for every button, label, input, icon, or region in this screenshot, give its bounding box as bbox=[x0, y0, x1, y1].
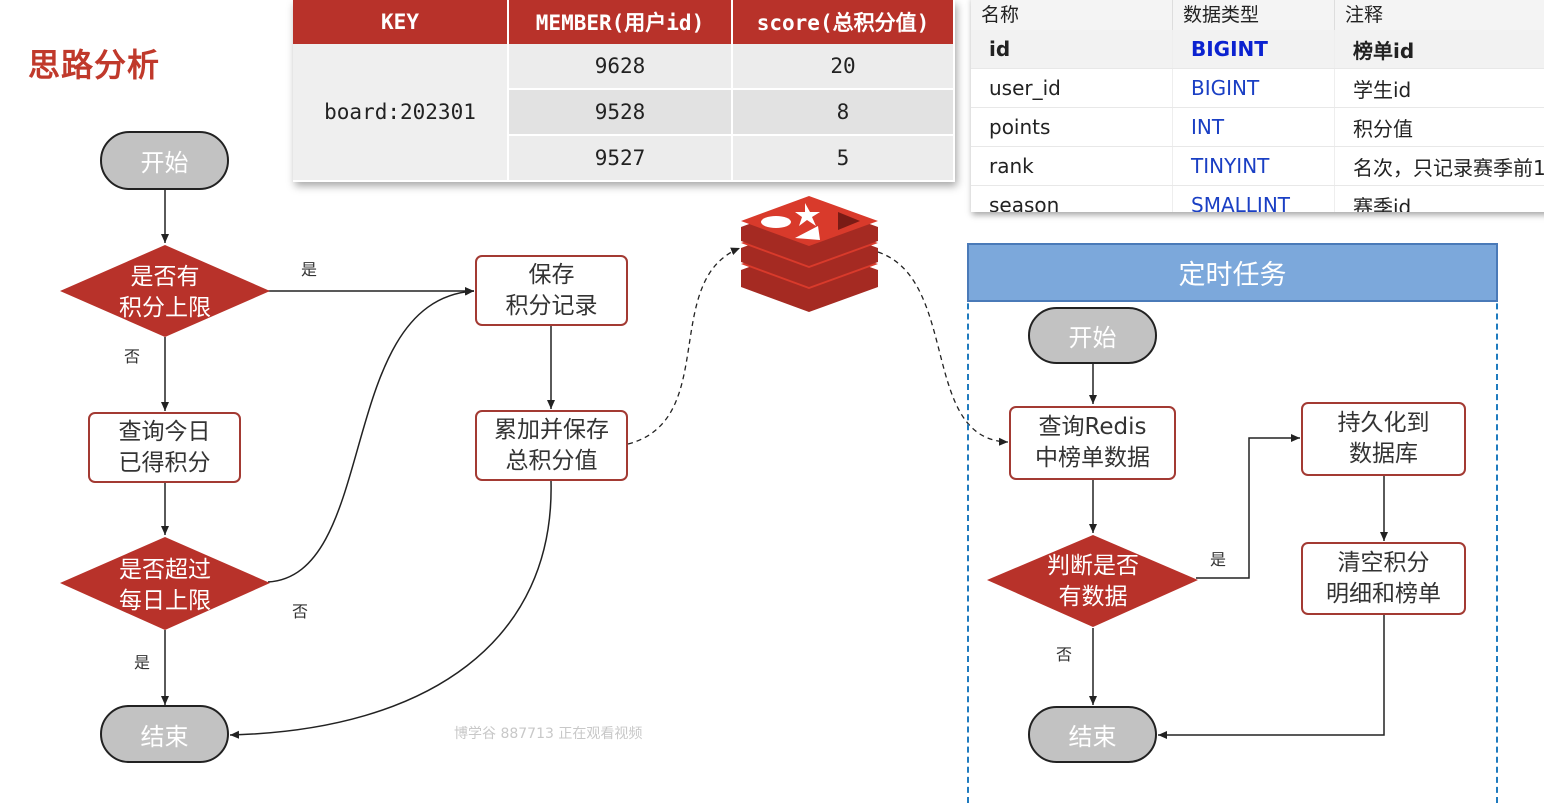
decision1-label: 是否有 积分上限 bbox=[85, 262, 245, 324]
table-row[interactable]: rank TINYINT 名次，只记录赛季前1 bbox=[971, 147, 1544, 186]
table-row[interactable]: season SMALLINT 赛季id bbox=[971, 186, 1544, 213]
field-comment: 积分值 bbox=[1335, 108, 1544, 147]
r-start-terminal: 开始 bbox=[1028, 307, 1157, 364]
field-name: points bbox=[971, 108, 1173, 147]
field-type: INT bbox=[1173, 108, 1335, 147]
field-name: user_id bbox=[971, 69, 1173, 108]
no-label: 否 bbox=[124, 343, 140, 367]
field-name: season bbox=[971, 186, 1173, 213]
score-cell: 20 bbox=[732, 44, 954, 89]
field-type: TINYINT bbox=[1173, 147, 1335, 186]
col-comment-header: 注释 bbox=[1335, 0, 1544, 30]
col-type-header: 数据类型 bbox=[1173, 0, 1335, 30]
end-terminal: 结束 bbox=[100, 705, 229, 763]
no-label: 否 bbox=[1056, 641, 1072, 665]
score-cell: 5 bbox=[732, 135, 954, 181]
table-row[interactable]: user_id BIGINT 学生id bbox=[971, 69, 1544, 108]
field-comment: 名次，只记录赛季前1 bbox=[1335, 147, 1544, 186]
no-label: 否 bbox=[292, 598, 308, 622]
arrow-accumulate-to-end bbox=[230, 481, 551, 735]
field-comment: 学生id bbox=[1335, 69, 1544, 108]
col-score-header: score(总积分值) bbox=[732, 0, 954, 44]
r-decision-label: 判断是否 有数据 bbox=[1013, 551, 1173, 613]
start-terminal: 开始 bbox=[100, 131, 229, 190]
yes-label: 是 bbox=[1210, 546, 1226, 570]
field-comment: 赛季id bbox=[1335, 186, 1544, 213]
field-type: SMALLINT bbox=[1173, 186, 1335, 213]
r-end-terminal: 结束 bbox=[1028, 706, 1157, 763]
clear-board-box: 清空积分 明细和榜单 bbox=[1301, 542, 1466, 615]
redis-board-table: KEY MEMBER(用户id) score(总积分值) board:20230… bbox=[293, 0, 955, 182]
col-key-header: KEY bbox=[293, 0, 508, 44]
query-today-box: 查询今日 已得积分 bbox=[88, 412, 241, 483]
member-cell: 9628 bbox=[508, 44, 732, 89]
member-cell: 9528 bbox=[508, 89, 732, 135]
save-record-box: 保存 积分记录 bbox=[475, 255, 628, 326]
watermark: 博学谷 887713 正在观看视频 bbox=[454, 723, 642, 743]
member-cell: 9527 bbox=[508, 135, 732, 181]
field-type: BIGINT bbox=[1173, 30, 1335, 69]
persist-db-box: 持久化到 数据库 bbox=[1301, 402, 1466, 476]
query-redis-box: 查询Redis 中榜单数据 bbox=[1009, 406, 1176, 480]
arrow-decision2-no-to-save bbox=[268, 291, 474, 582]
table-row[interactable]: id BIGINT 榜单id bbox=[971, 30, 1544, 69]
col-member-header: MEMBER(用户id) bbox=[508, 0, 732, 44]
yes-label: 是 bbox=[301, 256, 317, 280]
db-schema-table: 名称 数据类型 注释 id BIGINT 榜单id user_id BIGINT… bbox=[971, 0, 1544, 212]
table-row[interactable]: points INT 积分值 bbox=[971, 108, 1544, 147]
accumulate-box: 累加并保存 总积分值 bbox=[475, 410, 628, 481]
field-name: id bbox=[971, 30, 1173, 69]
field-comment: 榜单id bbox=[1335, 30, 1544, 69]
col-name-header: 名称 bbox=[971, 0, 1173, 30]
field-name: rank bbox=[971, 147, 1173, 186]
scheduled-task-header: 定时任务 bbox=[967, 243, 1498, 302]
yes-label: 是 bbox=[134, 649, 150, 673]
score-cell: 8 bbox=[732, 89, 954, 135]
field-type: BIGINT bbox=[1173, 69, 1335, 108]
section-title: 思路分析 bbox=[28, 40, 160, 86]
dashed-accumulate-to-redis bbox=[628, 248, 740, 444]
board-key-cell: board:202301 bbox=[293, 44, 508, 181]
redis-logo-icon bbox=[741, 196, 878, 312]
decision2-label: 是否超过 每日上限 bbox=[85, 555, 245, 617]
